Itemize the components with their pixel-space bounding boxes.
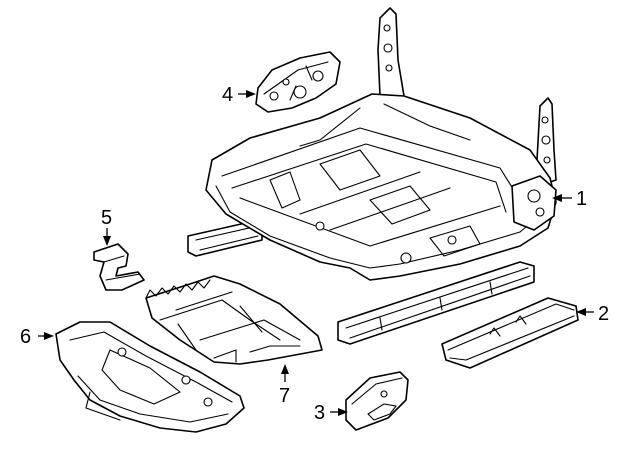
callout-leaders <box>38 90 594 416</box>
seat-frame <box>205 7 557 281</box>
callout-7: 7 <box>279 385 290 407</box>
callout-6: 6 <box>20 326 31 348</box>
callout-4: 4 <box>222 84 233 106</box>
callout-5: 5 <box>101 207 112 229</box>
right-seat-track <box>337 261 535 345</box>
actuator-motor <box>255 51 341 113</box>
callout-2: 2 <box>598 303 609 325</box>
cushion-pan <box>55 321 245 433</box>
callout-3: 3 <box>314 402 325 424</box>
callout-1: 1 <box>576 188 587 210</box>
small-bracket <box>93 243 145 291</box>
switch-module <box>345 371 409 431</box>
loose-seat-track <box>441 297 579 369</box>
suspension-mat <box>145 275 323 365</box>
